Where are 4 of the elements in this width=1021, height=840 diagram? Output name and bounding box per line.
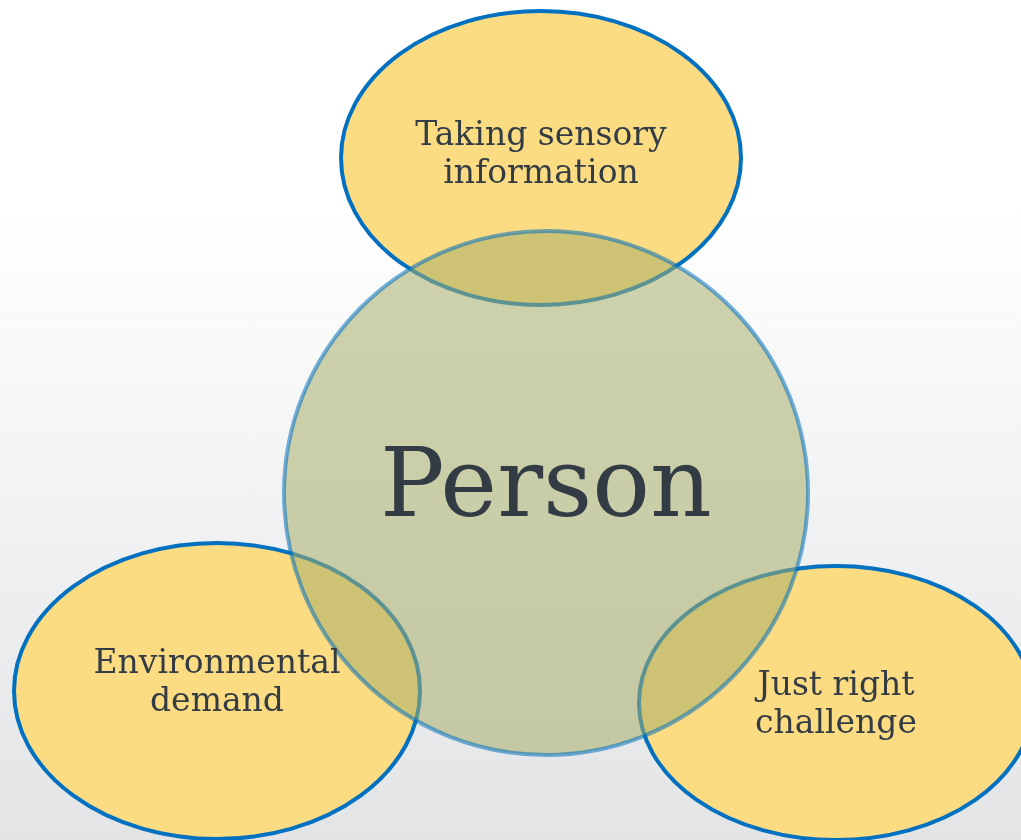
node-label: Taking sensory information — [414, 115, 668, 191]
node-label: Environmental demand — [92, 643, 342, 719]
node-label: Just right challenge — [753, 665, 918, 741]
node-label: Person — [380, 427, 712, 539]
